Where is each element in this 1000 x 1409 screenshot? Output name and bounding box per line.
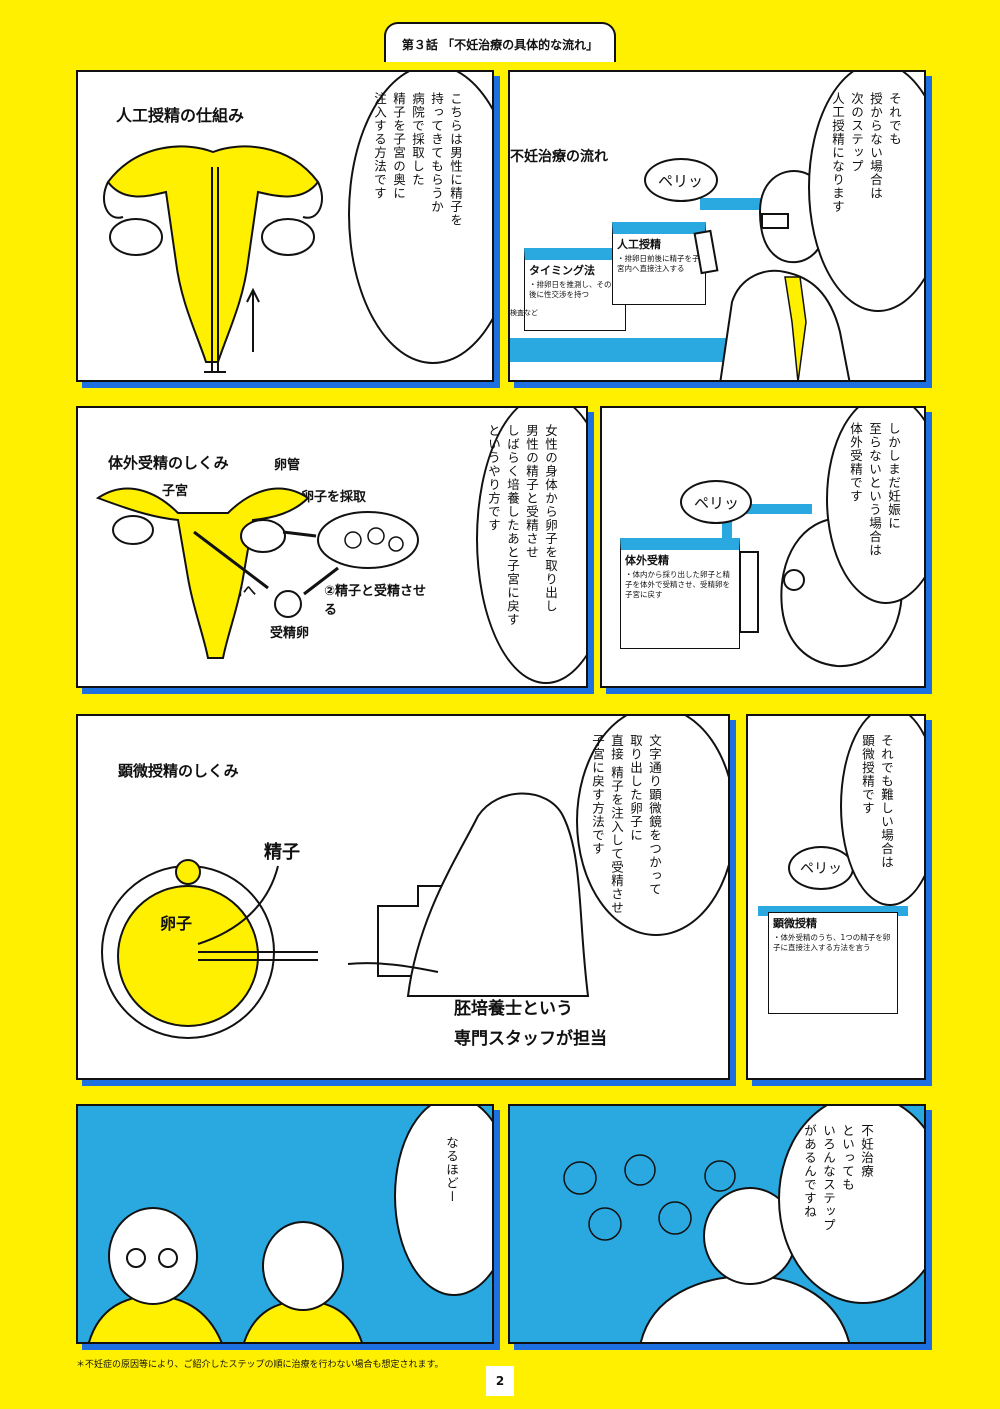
speech-bubble (840, 716, 924, 906)
speech-text: こちらは男性に精子を 持ってきてもらうか 病院で採取した 精子を子宮の奥に 注入… (372, 92, 463, 227)
sfx-text: ペリッ (800, 861, 842, 877)
label-fertilized-egg: 受精卵 (270, 626, 310, 641)
step-1-label: ①卵子を採取 (290, 490, 367, 505)
step-card-note: ・排卵日前後に精子を子宮内へ直接注入する (617, 254, 700, 273)
step-2-label: ②精子と受精させる (324, 584, 427, 618)
caption-embryologist: 胚培養士という 専門スタッフが担当 (454, 999, 607, 1049)
uterus-illustration (103, 145, 323, 373)
panel-icsi-mechanism: 顕微授精のしくみ 精子 卵子 胚培養士という 専門スタッフが担当 文字通り顕微鏡… (76, 714, 730, 1080)
icsi-diagram (101, 792, 590, 1039)
sfx-text: ペリッ (694, 494, 740, 512)
step-card-title: タイミング法 (529, 264, 595, 277)
panel-title: 体外受精のしくみ (108, 454, 229, 472)
panel-title: 人工授精の仕組み (116, 106, 245, 125)
sfx-bubble (644, 158, 718, 202)
speech-text: 文字通り顕微鏡をつかって 取り出した卵子に 直接 精子を注入して受精させ 子宮に… (590, 734, 662, 915)
step-card-title: 顕微授精 (773, 917, 817, 930)
speech-bubble (808, 72, 924, 312)
board-heading: 不妊治療の流れ (510, 149, 608, 165)
footnote: ＊不妊症の原因等により、ご紹介したステップの順に治療を行わない場合も想定されます… (76, 1360, 444, 1370)
speech-text: 女性の身体から卵子を取り出し 男性の精子と受精させ しばらく培養したあと子宮に戻… (486, 424, 558, 627)
board-misc-text: 検査など (510, 309, 538, 317)
speech-bubble (476, 408, 586, 684)
label-tube: 卵管 (274, 458, 301, 473)
step-card-note: ・体内から採り出した卵子と精子を体外で受精させ、受精卵を子宮に戻す (625, 570, 730, 599)
page-number: 2 (486, 1366, 514, 1396)
sfx-text: ペリッ (658, 172, 704, 190)
step-card-title: 人工授精 (617, 238, 661, 251)
speech-bubble (778, 1106, 924, 1304)
step-card-note: ・体外受精のうち、1つの精子を卵子に直接注入する方法を言う (773, 933, 891, 952)
speech-text: 不妊治療 といっても いろんなステップ があるんですね (802, 1124, 874, 1232)
speech-bubble (348, 72, 492, 364)
speech-text: それでも 授からない場合は 次のステップ 人工授精になります (830, 92, 902, 214)
step-card-timing: タイミング法 ・排卵日を推測し、その前後に性交渉を持つ (524, 248, 626, 331)
step-card-icsi: 顕微授精 ・体外受精のうち、1つの精子を卵子に直接注入する方法を言う (768, 912, 898, 1014)
whiteboard-frame-top (722, 504, 812, 514)
label-uterus: 子宮 (162, 484, 189, 499)
speech-bubble (394, 1106, 492, 1296)
speech-text: それでも難しい場合は 顕微授精です (860, 734, 894, 869)
step-card-ai: 人工授精 ・排卵日前後に精子を子宮内へ直接注入する (612, 222, 706, 305)
label-sperm: 精子 (264, 842, 300, 863)
step-card-title: 体外受精 (625, 554, 669, 567)
speech-bubble (826, 408, 924, 604)
panel-many-steps: 不妊治療 といっても いろんなステップ があるんですね (508, 1104, 926, 1344)
step-card-note: ・排卵日を推測し、その前後に性交渉を持つ (529, 280, 619, 299)
couple-illustration (88, 1207, 363, 1342)
speech-text: しかしまだ妊娠に 至らないという場合は 体外受精です (848, 422, 901, 557)
panel-treatment-flow: 不妊治療の流れ タイミング法 ・排卵日を推測し、その前後に性交渉を持つ 人工授精… (508, 70, 926, 382)
sfx-bubble (788, 846, 854, 890)
panel-understanding: なるほどー (76, 1104, 494, 1344)
sfx-bubble (680, 480, 752, 524)
step-card-ivf: 体外受精 ・体内から採り出した卵子と精子を体外で受精させ、受精卵を子宮に戻す (620, 538, 740, 649)
speech-text: なるほどー (444, 1136, 459, 1204)
panel-title: 顕微授精のしくみ (118, 762, 239, 780)
panel-ivf-next-step: 体外受精 ・体内から採り出した卵子と精子を体外で受精させ、受精卵を子宮に戻す ペ… (600, 406, 926, 688)
audience-illustration (563, 1154, 850, 1342)
panel-ivf-mechanism: 体外受精のしくみ 子宮 卵管 ①卵子を採取 ②精子と受精させる ③子宮へ戻す 受… (76, 406, 588, 688)
label-ovum: 卵子 (160, 914, 193, 933)
whiteboard-frame (758, 906, 908, 916)
panel-artificial-insemination: 人工授精の仕組み こちらは男性に精子を 持ってきてもらうか 病院で採取した 精子… (76, 70, 494, 382)
panel-icsi-next-step: 顕微授精 ・体外受精のうち、1つの精子を卵子に直接注入する方法を言う ペリッ そ… (746, 714, 926, 1080)
episode-title: 第３話 「不妊治療の具体的な流れ」 (384, 22, 616, 62)
ivf-diagram (95, 487, 419, 659)
speech-bubble (576, 716, 728, 936)
